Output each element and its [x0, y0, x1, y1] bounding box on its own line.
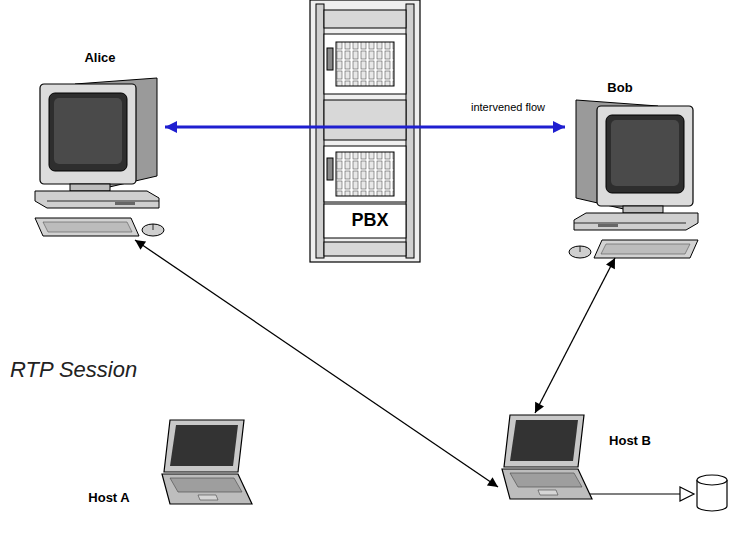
device-label: Alice — [84, 50, 115, 66]
device-node: Bob — [565, 76, 700, 258]
device-label: Host A — [88, 490, 129, 506]
pbx-rack — [310, 0, 420, 262]
device-node: PBX — [310, 0, 420, 262]
flow-arrow — [165, 126, 565, 129]
session-label: RTP Session — [10, 357, 137, 383]
database-cylinder — [697, 475, 727, 511]
host-a-laptop — [162, 420, 252, 504]
flow-arrow — [535, 258, 615, 413]
alice-computer — [35, 78, 164, 236]
device-label: Bob — [607, 80, 632, 96]
device-node: Alice — [35, 48, 165, 240]
storage-arrow — [590, 487, 694, 501]
device-label: Host B — [609, 433, 651, 449]
device-label: PBX — [348, 209, 391, 231]
bob-computer — [569, 100, 698, 258]
host-b-laptop — [502, 415, 592, 499]
device-node: Host B — [498, 413, 658, 508]
flow-arrow — [135, 240, 498, 487]
device-node: Host A — [80, 418, 252, 508]
edge-label: intervened flow — [470, 101, 546, 113]
